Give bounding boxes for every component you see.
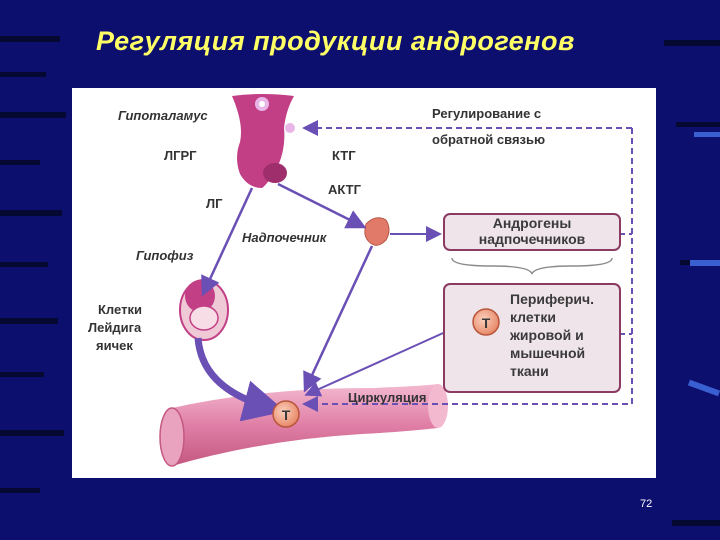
hypothalamus-label: Гипоталамус xyxy=(118,108,208,123)
slide-number: 72 xyxy=(640,498,653,510)
adrenal-label: Надпочечник xyxy=(242,230,328,245)
hypothalamus-pituitary-organ xyxy=(232,94,295,188)
androgen-regulation-diagram: Андрогены надпочечников Периферич. клетк… xyxy=(88,94,633,467)
diagram-panel: Андрогены надпочечников Периферич. клетк… xyxy=(72,88,656,478)
adrenal-gland xyxy=(364,217,390,246)
feedback-label-2: обратной связью xyxy=(432,132,545,147)
brace xyxy=(451,257,613,275)
arrow-acth-to-adrenal xyxy=(277,182,367,229)
peripheral-label-3: жировой и xyxy=(509,327,584,343)
crh-label: КТГ xyxy=(332,148,356,163)
testosterone-peripheral-circle xyxy=(472,308,500,336)
testosterone-peripheral-label: Т xyxy=(482,315,491,331)
testosterone-circulation-circle xyxy=(272,400,300,428)
peripheral-label-4: мышечной xyxy=(510,345,585,361)
circulation-label: Циркуляция xyxy=(348,390,426,405)
adrenal-androgens-label-2: надпочечников xyxy=(479,231,586,247)
feedback-label-1: Регулирование с xyxy=(432,106,541,121)
blood-vessel xyxy=(159,384,448,467)
acth-label: АКТГ xyxy=(328,182,362,197)
feedback-loop-dashed xyxy=(302,128,633,412)
lhrh-label: ЛГРГ xyxy=(164,148,197,163)
leydig-label-2: Лейдига xyxy=(88,320,142,335)
arrow-lh-to-testis xyxy=(201,187,254,297)
adrenal-androgens-label-1: Андрогены xyxy=(493,215,572,231)
slide-title: Регуляция продукции андрогенов xyxy=(96,26,575,56)
leydig-label-3: яичек xyxy=(96,338,133,353)
peripheral-label-2: клетки xyxy=(510,309,556,325)
pituitary-label: Гипофиз xyxy=(136,248,194,263)
peripheral-label-1: Периферич. xyxy=(510,291,594,307)
lh-label: ЛГ xyxy=(206,196,223,211)
peripheral-label-5: ткани xyxy=(510,363,549,379)
arrow-adrenal-to-circulation xyxy=(303,245,374,393)
testosterone-circulation-label: Т xyxy=(282,407,291,423)
arrow-testis-to-circulation xyxy=(194,337,286,422)
leydig-label-1: Клетки xyxy=(98,302,142,317)
adrenal-androgens-box xyxy=(443,213,621,251)
testis-organ xyxy=(179,279,229,341)
